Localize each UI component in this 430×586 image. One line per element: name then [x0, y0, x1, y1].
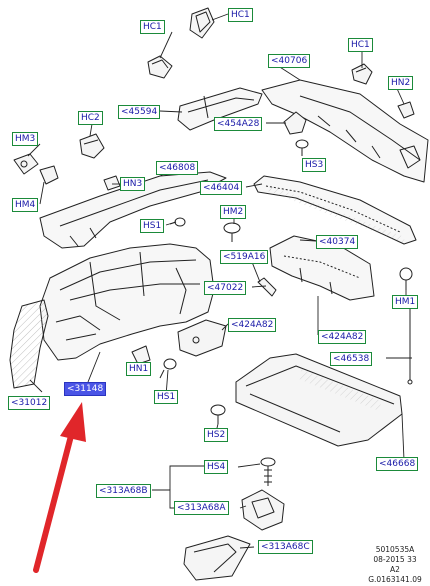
label-424a82[interactable]: <424A82	[318, 330, 367, 344]
cover-424a82-left	[177, 319, 227, 357]
label-hs4[interactable]: HS4	[204, 460, 229, 474]
label-hm2[interactable]: HM2	[220, 205, 247, 219]
label-hn1[interactable]: HN1	[126, 362, 152, 376]
tray-313a68c	[183, 535, 251, 581]
load-floor-46668	[235, 353, 403, 447]
trim-46808	[39, 171, 227, 249]
label-46538[interactable]: <46538	[330, 352, 373, 366]
stamp-line: 08-2015 33	[373, 555, 417, 564]
label-454a28[interactable]: <454A28	[214, 117, 263, 131]
label-31012[interactable]: <31012	[8, 396, 51, 410]
side-panel-31148	[39, 243, 215, 361]
fastener-hm2	[223, 222, 241, 242]
red-arrow	[33, 402, 86, 573]
clip-hn3	[103, 175, 121, 191]
label-424a82[interactable]: <424A82	[228, 318, 277, 332]
clip-hn1	[131, 345, 151, 365]
bracket-313a68a	[241, 489, 285, 531]
stamp-line: G.0163141.09	[368, 575, 422, 584]
stamp-line: A2	[390, 565, 400, 574]
label-46808[interactable]: <46808	[156, 161, 199, 175]
fastener-hm1	[399, 267, 413, 290]
insulator-31012	[9, 299, 49, 389]
label-46668[interactable]: <46668	[376, 457, 419, 471]
screw-hs1-lower	[159, 358, 177, 379]
trim-46404	[253, 175, 417, 245]
label-hc1[interactable]: HC1	[140, 20, 165, 34]
strut-46538	[407, 295, 413, 385]
clip-hc1-left	[147, 55, 173, 79]
screw-hs1-upper	[169, 217, 186, 227]
label-hm4[interactable]: HM4	[12, 198, 39, 212]
label-313a68a[interactable]: <313A68A	[174, 501, 229, 515]
drawing-stamp: 5010535A 08-2015 33 A2 G.0163141.09	[362, 545, 428, 585]
pad-454a28	[283, 111, 307, 135]
label-hc1[interactable]: HC1	[228, 8, 253, 22]
screw-hs3	[295, 139, 309, 156]
screw-hs2	[210, 404, 226, 424]
bracket-45594	[177, 87, 263, 131]
label-hs1[interactable]: HS1	[154, 390, 179, 404]
label-hs1[interactable]: HS1	[140, 219, 165, 233]
label-313a68c[interactable]: <313A68C	[258, 540, 313, 554]
stamp-line: 5010535A	[375, 545, 415, 554]
label-46404[interactable]: <46404	[200, 181, 243, 195]
clip-hc1-top	[189, 7, 215, 39]
label-hs3[interactable]: HS3	[302, 158, 327, 172]
clip-hn2	[397, 101, 415, 119]
fastener-hm4	[39, 165, 59, 185]
label-40706[interactable]: <40706	[268, 54, 311, 68]
fastener-hm3	[13, 153, 39, 175]
label-40374[interactable]: <40374	[316, 235, 359, 249]
strap-47022	[257, 277, 277, 297]
label-hs2[interactable]: HS2	[204, 428, 229, 442]
label-47022[interactable]: <47022	[204, 281, 247, 295]
label-hc1[interactable]: HC1	[348, 38, 373, 52]
label-hn3[interactable]: HN3	[120, 177, 146, 191]
trim-40706	[261, 79, 429, 183]
label-hm1[interactable]: HM1	[392, 295, 419, 309]
label-519a16[interactable]: <519A16	[220, 250, 269, 264]
label-hn2[interactable]: HN2	[388, 76, 414, 90]
bolt-hs4	[260, 457, 276, 486]
trim-40374	[269, 235, 375, 301]
label-313a68b[interactable]: <313A68B	[96, 484, 151, 498]
label-hm3[interactable]: HM3	[12, 132, 39, 146]
label-45594[interactable]: <45594	[118, 105, 161, 119]
label-hc2[interactable]: HC2	[78, 111, 103, 125]
clip-hc2	[79, 133, 105, 159]
label-31148-highlighted[interactable]: <31148	[64, 382, 107, 396]
